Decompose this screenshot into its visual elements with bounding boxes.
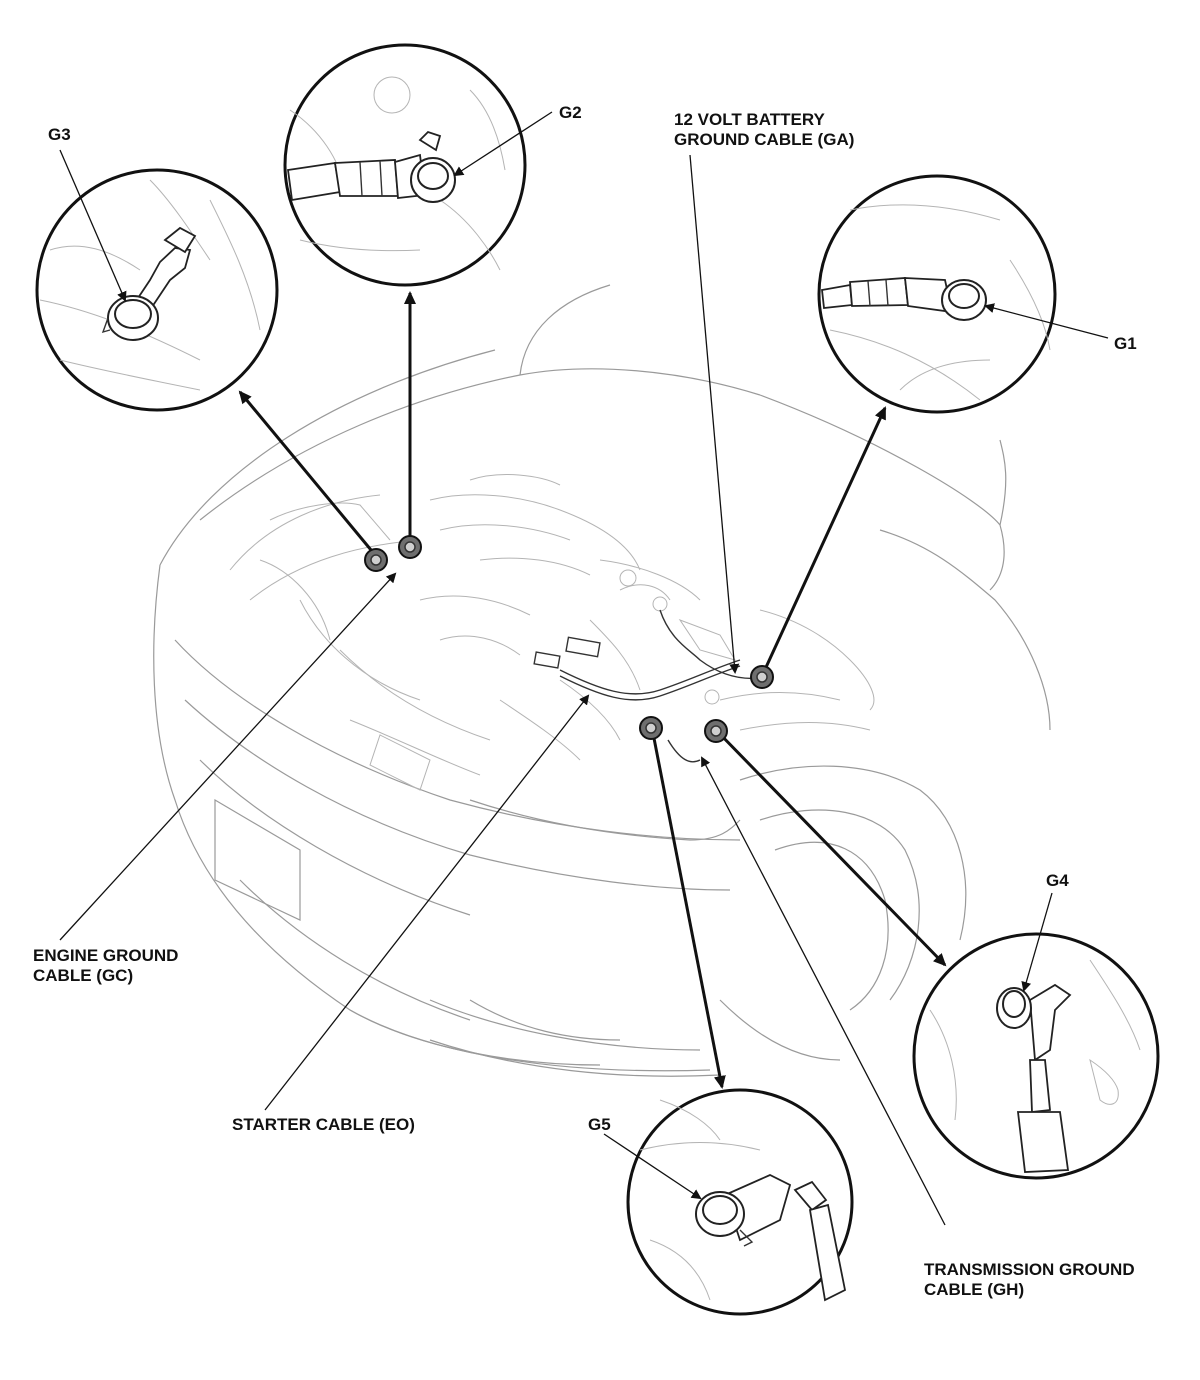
- g5-leader: [603, 1133, 702, 1200]
- arrow-to-g3: [238, 390, 378, 557]
- ground-location-markers: [364, 535, 774, 743]
- transmission-ground-leader: [701, 756, 946, 1226]
- engine-ground-leader: [59, 572, 397, 941]
- g3-leader: [59, 149, 127, 302]
- arrow-to-g5: [650, 727, 726, 1089]
- label-battery-ground-line1: 12 VOLT BATTERY: [674, 110, 825, 129]
- engine-bay: [229, 474, 875, 791]
- callout-arrows: [238, 291, 947, 1089]
- label-starter-cable: STARTER CABLE (EO): [232, 1115, 415, 1134]
- leader-lines: [59, 111, 1109, 1226]
- g4-leader: [1021, 892, 1053, 992]
- label-g1: G1: [1114, 334, 1137, 353]
- arrow-to-g4: [714, 728, 947, 967]
- label-engine-ground-line1: ENGINE GROUND: [33, 946, 178, 965]
- arrow-to-g1: [760, 406, 887, 677]
- label-transmission-ground-line2: CABLE (GH): [924, 1280, 1024, 1299]
- label-g3: G3: [48, 125, 71, 144]
- detail-circle-g1: [817, 174, 1057, 414]
- starter-cable-leader: [264, 694, 590, 1111]
- detail-circle-g4: [912, 932, 1160, 1180]
- label-g5: G5: [588, 1115, 611, 1134]
- battery-ground-leader: [689, 154, 740, 674]
- detail-circle-g5: [626, 1088, 854, 1316]
- label-engine-ground-line2: CABLE (GC): [33, 966, 133, 985]
- label-g4: G4: [1046, 871, 1069, 890]
- g1-leader: [984, 303, 1109, 339]
- vehicle-outline: [153, 284, 1051, 1077]
- detail-circle-g2: [283, 43, 527, 287]
- label-g2: G2: [559, 103, 582, 122]
- label-transmission-ground-line1: TRANSMISSION GROUND: [924, 1260, 1135, 1279]
- g2-leader: [453, 111, 553, 177]
- label-battery-ground-line2: GROUND CABLE (GA): [674, 130, 854, 149]
- detail-circle-g3: [35, 168, 279, 412]
- labels: G3 G2 G1 G4 G5 12 VOLT BATTERY GROUND CA…: [33, 103, 1137, 1299]
